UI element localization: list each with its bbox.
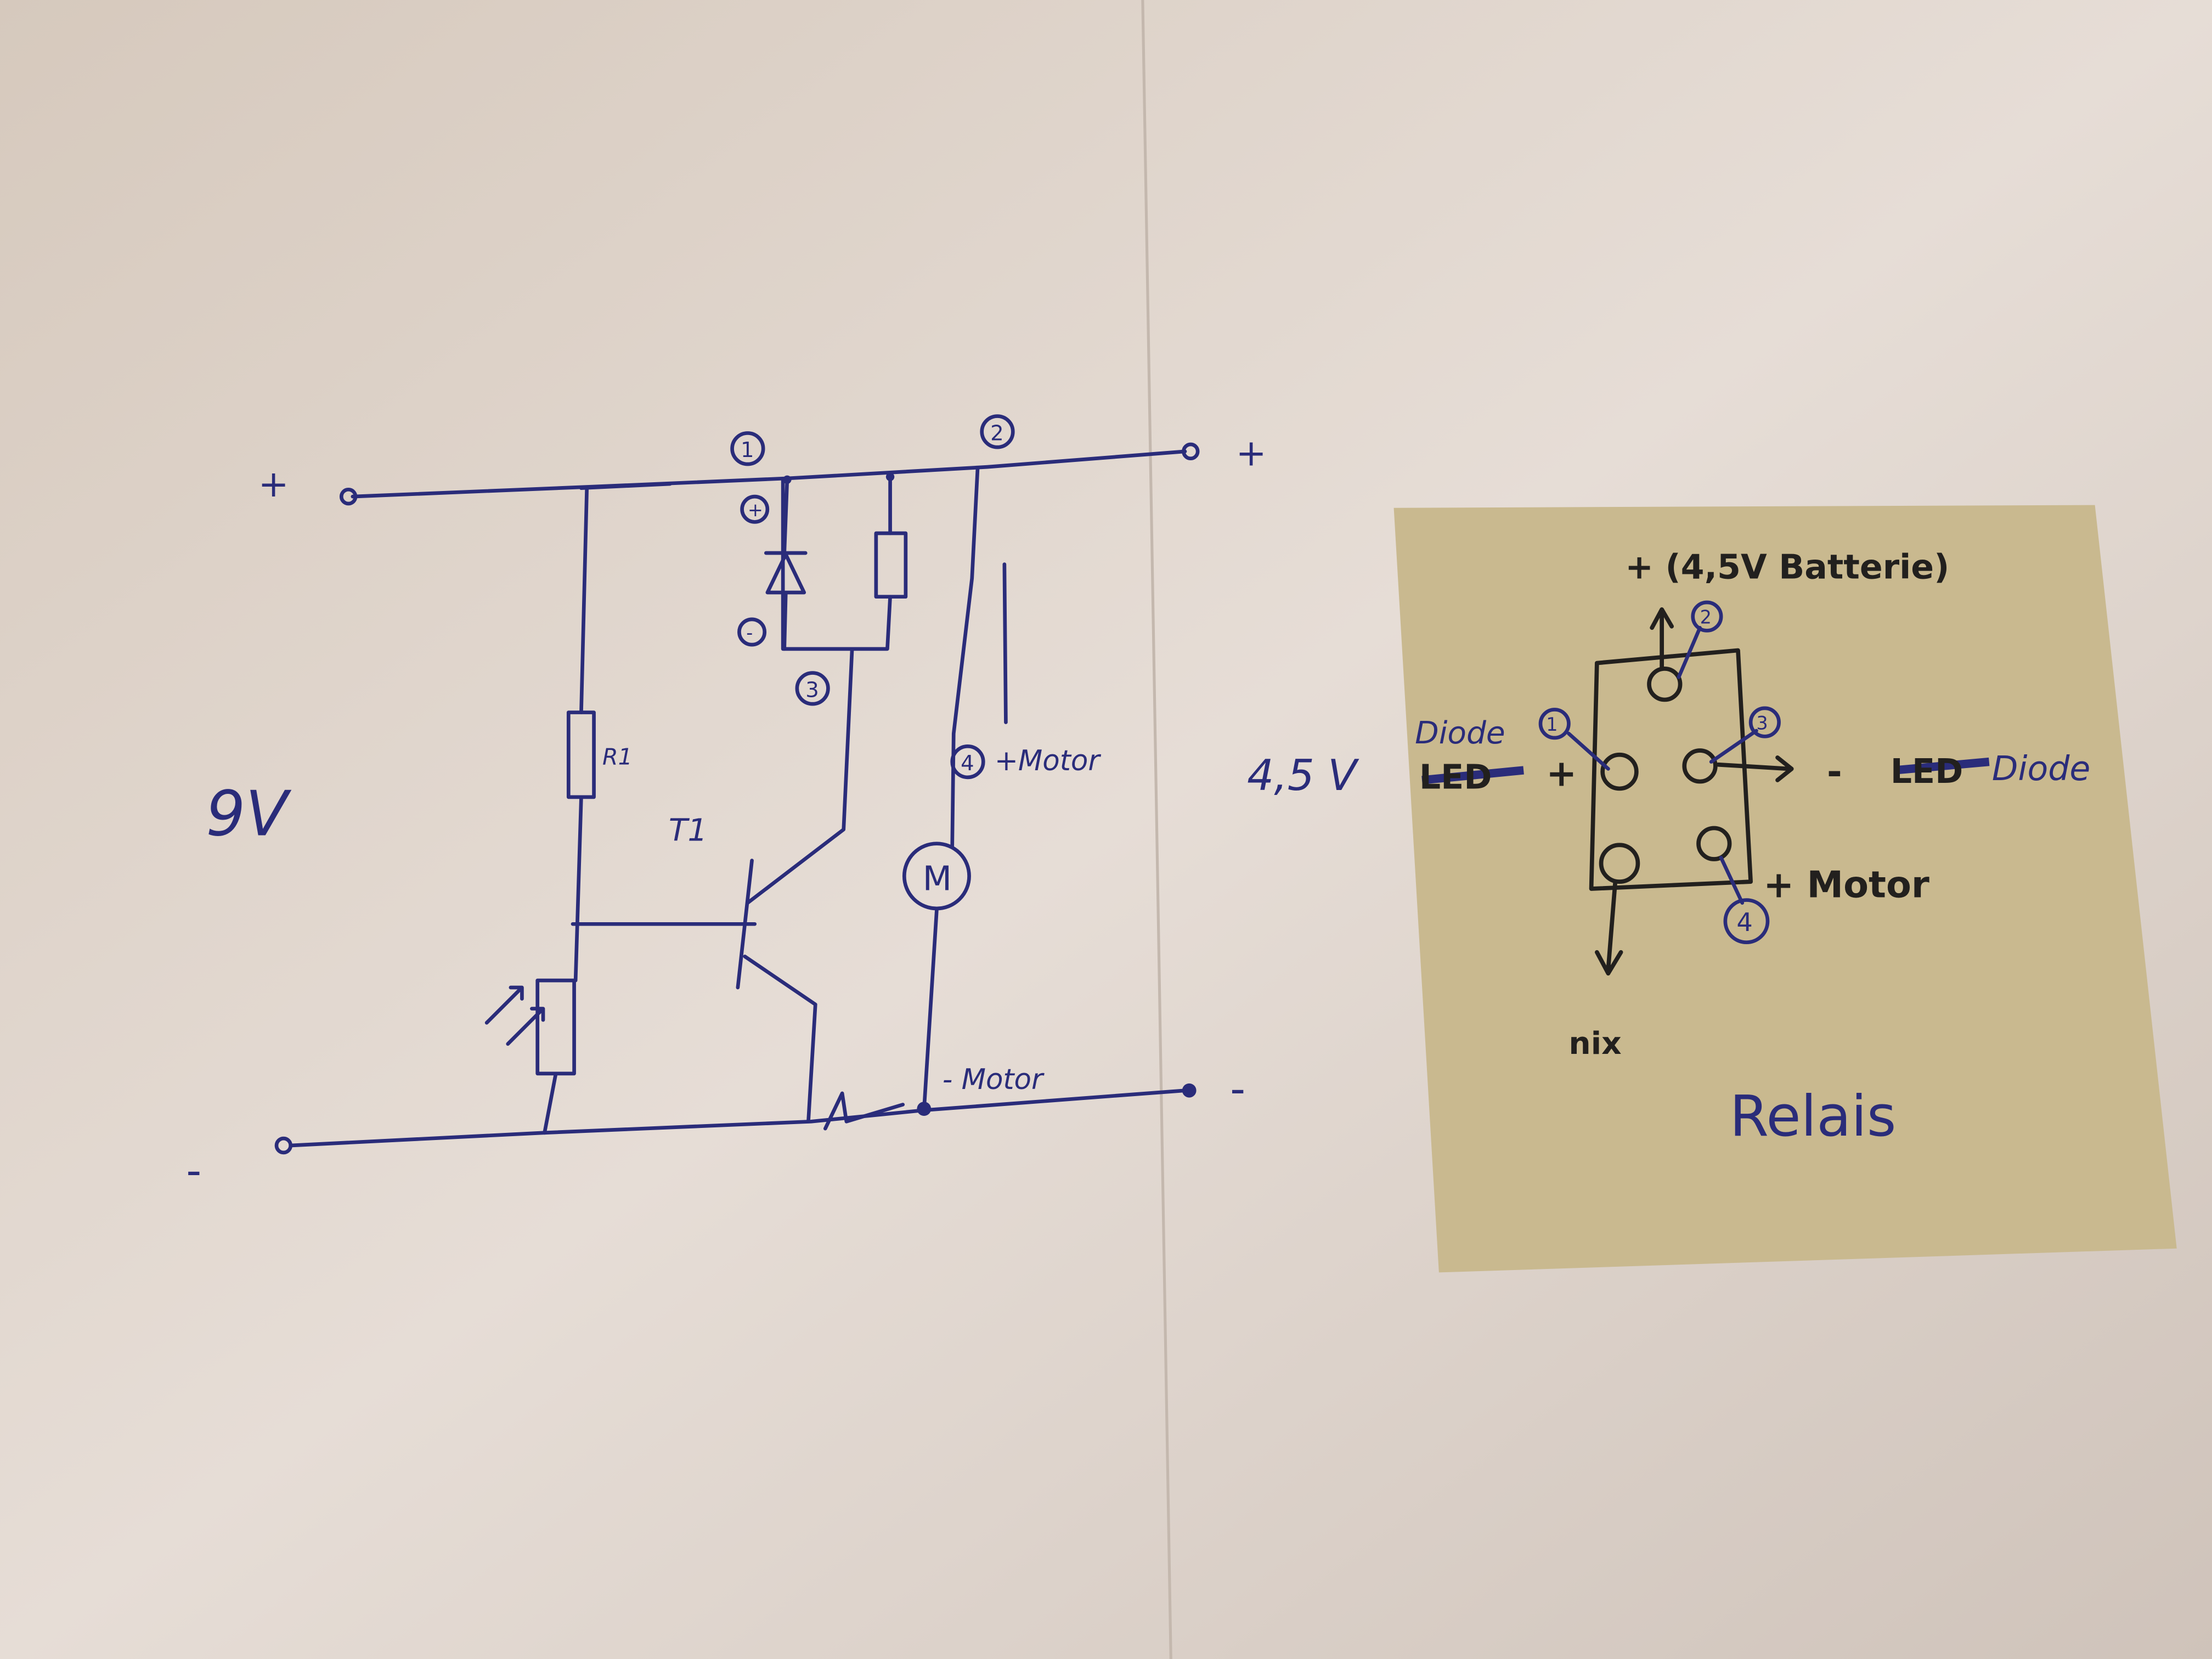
- plus-motor-label: +Motor: [995, 744, 1101, 777]
- relay-coil: [874, 531, 908, 599]
- right-led-struck: LED: [1891, 752, 1963, 791]
- terminal-plus-right: [1182, 442, 1200, 461]
- node-2-label: 2: [990, 421, 1004, 445]
- left-led-struck: LED: [1419, 757, 1492, 797]
- pin-1-label: 1: [1546, 714, 1558, 735]
- minus-motor-label: - Motor: [943, 1063, 1045, 1096]
- pin-3-label: 3: [1756, 712, 1768, 733]
- transistor-t1: [736, 859, 754, 990]
- plus-right-label: +: [1236, 432, 1267, 475]
- right-minus-label: -: [1827, 751, 1842, 793]
- node-3-label: 3: [805, 678, 819, 702]
- pin-2-label: 2: [1700, 607, 1712, 628]
- pin-4-label: 4: [1736, 907, 1752, 937]
- relay-note: + (4,5V Batterie) 1 2 3 4 Diode LED + - …: [1393, 505, 2177, 1273]
- relay-outline: [1589, 648, 1753, 891]
- minus-left-label: -: [186, 1146, 201, 1195]
- diode-plus-label: +: [748, 499, 763, 521]
- node-4-label: 4: [961, 751, 974, 776]
- diode-minus-label: -: [746, 622, 753, 644]
- left-plus-label: +: [1546, 752, 1577, 794]
- minus-right-label: -: [1230, 1064, 1245, 1114]
- resistor-label: R1: [602, 744, 633, 770]
- transistor-label: T1: [669, 812, 708, 849]
- note-paper: [1393, 505, 2177, 1273]
- motor-label: M: [923, 859, 952, 899]
- plus-left-label: +: [258, 462, 289, 505]
- supply-voltage-label: 9V: [206, 777, 291, 850]
- schematic-labels: + 9V - + - R1 T1 M +Motor - Motor 1 2 3 …: [186, 421, 1359, 1195]
- paper-fold: [1141, 0, 1172, 1659]
- left-diode-label: Diode: [1415, 715, 1505, 751]
- motor-pin-label: + Motor: [1763, 863, 1929, 906]
- unused-pin-label: nix: [1568, 1025, 1621, 1062]
- relay-voltage-label: 4,5 V: [1247, 751, 1359, 800]
- right-diode-label: Diode: [1992, 749, 2091, 788]
- terminal-plus-left: [339, 487, 358, 506]
- relay-title: Relais: [1730, 1084, 1897, 1149]
- node-1-label: 1: [741, 438, 754, 462]
- wires: [274, 414, 1200, 1155]
- battery-label: + (4,5V Batterie): [1625, 547, 1949, 586]
